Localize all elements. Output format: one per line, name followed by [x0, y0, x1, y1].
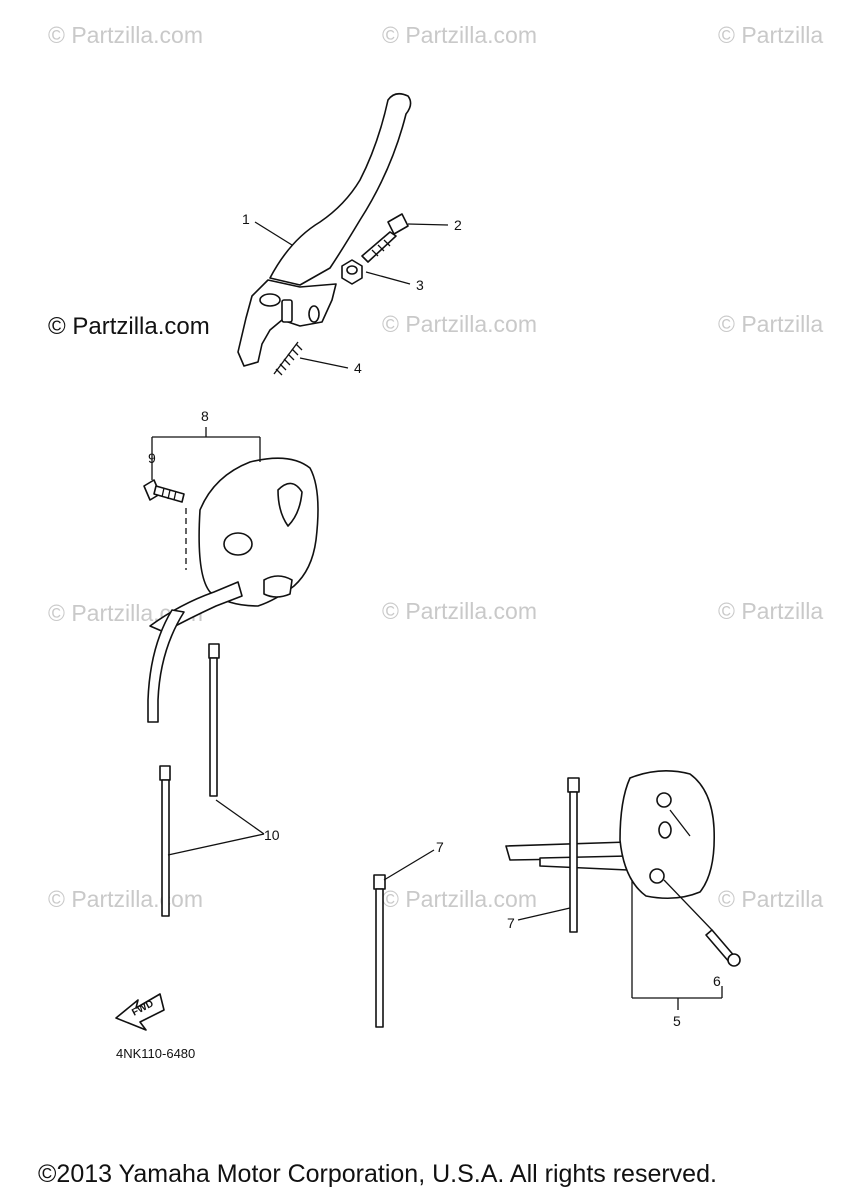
callout-4: 4 [354, 360, 362, 376]
screw-part [705, 929, 741, 967]
callout-9: 9 [148, 450, 156, 466]
callout-7: 7 [436, 839, 444, 855]
callout-2: 2 [454, 217, 462, 233]
leader-lines [167, 221, 713, 931]
watermark: © Partzilla [718, 598, 824, 624]
cable-tie-part [159, 765, 171, 917]
callout-5: 5 [673, 1013, 681, 1029]
watermark: © Partzilla [718, 311, 824, 337]
watermark: © Partzilla [718, 22, 824, 48]
callout-3: 3 [416, 277, 424, 293]
watermark: © Partzilla.com [48, 313, 210, 340]
fwd-arrow-icon: FWD [115, 993, 165, 1031]
screw-part [143, 479, 185, 503]
watermark: © Partzilla.com [48, 886, 203, 912]
right-switch-assembly [505, 770, 716, 900]
watermark: © Partzilla.com [382, 886, 537, 912]
watermark: © Partzilla [718, 886, 824, 912]
copyright-text: ©2013 Yamaha Motor Corporation, U.S.A. A… [38, 1160, 717, 1188]
cable-tie-part [373, 874, 386, 1028]
bolt-part [361, 213, 409, 263]
watermark: © Partzilla.com [382, 311, 537, 337]
callout-6: 6 [713, 973, 721, 989]
callout-7: 7 [507, 915, 515, 931]
watermark: © Partzilla.com [48, 22, 203, 48]
watermark: © Partzilla.com [382, 22, 537, 48]
left-switch-assembly [147, 457, 319, 723]
nut-part [341, 259, 363, 285]
callout-8: 8 [201, 408, 209, 424]
diagram-code: 4NK110-6480 [116, 1046, 196, 1061]
bracket-8 [151, 427, 261, 570]
lever-part [237, 92, 412, 367]
bracket-5 [631, 880, 723, 1010]
callout-10: 10 [264, 827, 280, 843]
cable-tie-part [567, 777, 580, 933]
callout-1: 1 [242, 211, 250, 227]
cable-tie-part [208, 643, 220, 797]
spring-part [273, 341, 303, 376]
watermark: © Partzilla.com [382, 598, 537, 624]
